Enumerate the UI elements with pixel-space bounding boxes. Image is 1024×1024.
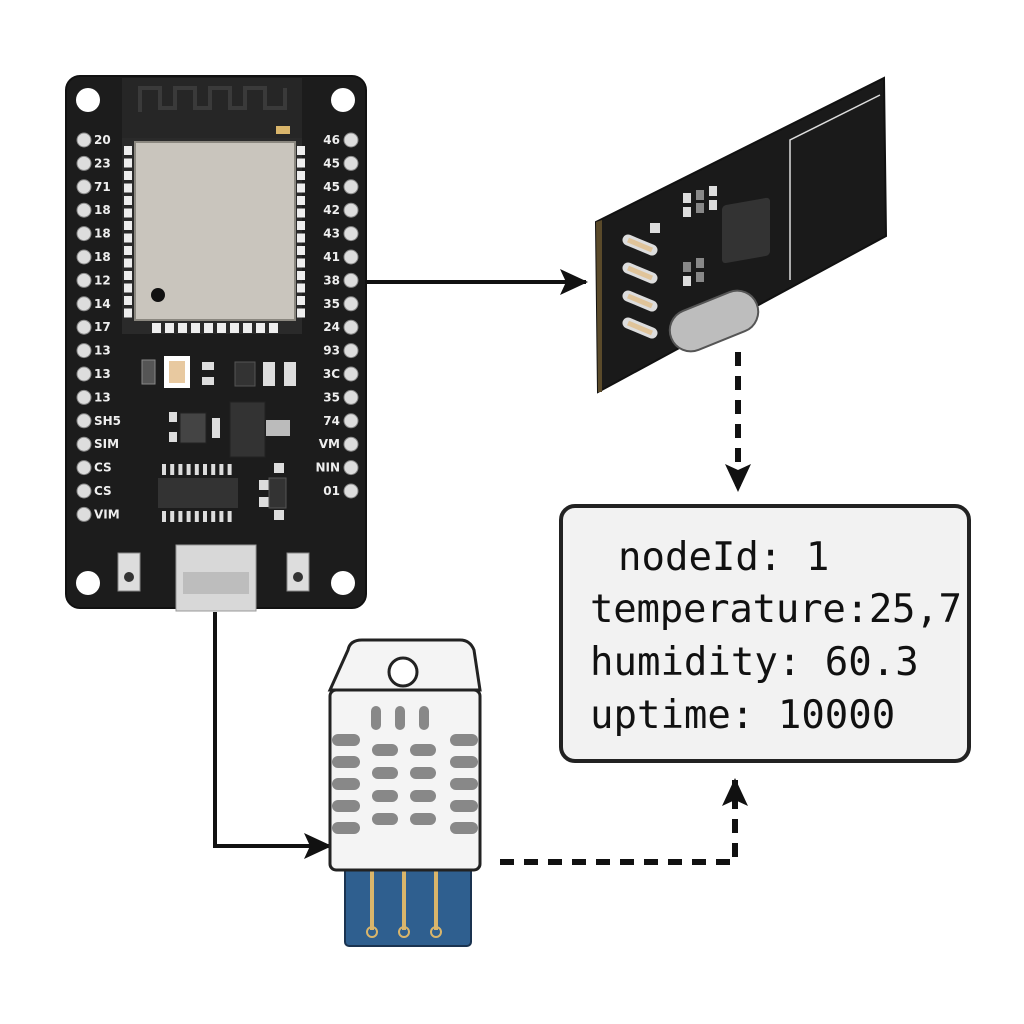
pin-label: 01 xyxy=(323,484,340,498)
header-pin xyxy=(343,343,359,359)
data-line-uptime: uptime: 10000 xyxy=(590,693,895,738)
header-pin xyxy=(76,389,92,405)
module-castellations xyxy=(124,146,305,333)
pin-label: 13 xyxy=(94,344,111,358)
header-pin xyxy=(76,272,92,288)
header-pin xyxy=(76,506,92,522)
radio-pins xyxy=(622,234,658,339)
header-pin xyxy=(76,413,92,429)
pcb-antenna xyxy=(138,86,287,112)
pin-label: 3C xyxy=(323,367,340,381)
pin-label: 13 xyxy=(94,390,111,404)
mounting-hole xyxy=(331,571,355,595)
data-box: nodeId: 1 temperature:25,7 humidity: 60.… xyxy=(559,504,971,763)
pin-label: 41 xyxy=(323,250,340,264)
arrow-esp32-to-sensor xyxy=(213,612,332,859)
pin-label: 71 xyxy=(94,180,111,194)
pin-label: 74 xyxy=(323,414,340,428)
header-pin xyxy=(343,296,359,312)
header-pin xyxy=(343,460,359,476)
pin-label: 17 xyxy=(94,320,111,334)
pin-label: 18 xyxy=(94,227,111,241)
header-pin xyxy=(76,460,92,476)
header-pin xyxy=(76,202,92,218)
pin-label: CS xyxy=(94,484,112,498)
header-pin xyxy=(343,272,359,288)
pin-label: 38 xyxy=(323,273,340,287)
led xyxy=(276,126,290,134)
mounting-hole xyxy=(76,88,100,112)
mounting-hole xyxy=(76,571,100,595)
data-line-humidity: humidity: 60.3 xyxy=(590,640,919,685)
usb-uart-chip xyxy=(158,478,238,508)
header-pin xyxy=(343,179,359,195)
arrow-sensor-to-data xyxy=(500,778,748,865)
pin-label: 45 xyxy=(323,180,340,194)
pin-label: SIM xyxy=(94,437,119,451)
header-pin xyxy=(343,319,359,335)
header-pin xyxy=(343,483,359,499)
header-pin xyxy=(76,226,92,242)
header-pin xyxy=(76,483,92,499)
pin-label: 18 xyxy=(94,203,111,217)
data-line-node-id: nodeId: 1 xyxy=(618,535,829,580)
header-pin xyxy=(343,132,359,148)
chip xyxy=(179,412,207,444)
sensor-vents xyxy=(332,706,478,834)
pcb-antenna-trace xyxy=(789,94,881,280)
header-pin xyxy=(343,389,359,405)
pin-label: 14 xyxy=(94,297,111,311)
pin1-dot xyxy=(151,288,165,302)
mounting-hole xyxy=(331,88,355,112)
rf-chip xyxy=(722,197,770,264)
pin-label: 35 xyxy=(323,297,340,311)
pin-label: SH5 xyxy=(94,414,121,428)
chip-pins xyxy=(162,464,232,522)
header-pin xyxy=(76,366,92,382)
voltage-regulator xyxy=(229,401,266,458)
header-pin xyxy=(76,343,92,359)
mounting-hole xyxy=(387,656,419,688)
sensor-leads xyxy=(366,860,442,938)
pin-label: 18 xyxy=(94,250,111,264)
pin-label: 46 xyxy=(323,133,340,147)
pin-label: 35 xyxy=(323,390,340,404)
dht-sensor xyxy=(327,638,482,947)
pin-label: VIM xyxy=(94,507,120,521)
header-pin xyxy=(76,319,92,335)
header-pin xyxy=(76,249,92,265)
pin-label: 24 xyxy=(323,320,340,334)
data-line-temperature: temperature:25,7 xyxy=(590,587,962,632)
pin-label: 93 xyxy=(323,344,340,358)
header-pin xyxy=(343,155,359,171)
header-pin xyxy=(76,296,92,312)
crystal-pad xyxy=(169,361,185,383)
crystal-oscillator xyxy=(668,289,760,353)
header-pin xyxy=(76,155,92,171)
header-pin xyxy=(76,132,92,148)
pin-label: 43 xyxy=(323,227,340,241)
pin-label: 23 xyxy=(94,156,111,170)
radio-module xyxy=(594,76,888,394)
header-pin xyxy=(343,436,359,452)
pin-label: 20 xyxy=(94,133,111,147)
pin-label: 45 xyxy=(323,156,340,170)
header-pin xyxy=(76,179,92,195)
pin-label: CS xyxy=(94,461,112,475)
header-pin xyxy=(343,413,359,429)
pin-label: NIN xyxy=(315,461,340,475)
header-pin xyxy=(343,366,359,382)
header-pin xyxy=(76,436,92,452)
pin-label: VM xyxy=(319,437,340,451)
pin-label: 42 xyxy=(323,203,340,217)
pin-label: 13 xyxy=(94,367,111,381)
header-pin xyxy=(343,226,359,242)
header-pin xyxy=(343,249,359,265)
pin-label: 12 xyxy=(94,273,111,287)
header-pin xyxy=(343,202,359,218)
